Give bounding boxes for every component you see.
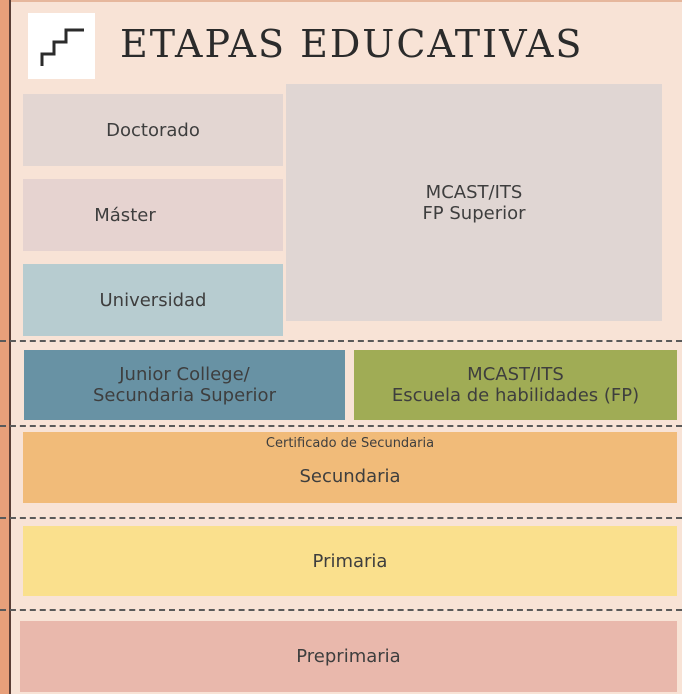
stage-primaria: Primaria xyxy=(23,526,677,596)
stage-mcast-habilidades-line2: Escuela de habilidades (FP) xyxy=(391,385,640,406)
stage-divider xyxy=(0,517,682,519)
stage-mcast-superior-line2: FP Superior xyxy=(422,202,526,224)
stage-primaria-label: Primaria xyxy=(312,550,388,572)
stage-master: Máster xyxy=(23,179,283,251)
stage-mcast-habilidades: MCAST/ITS Escuela de habilidades (FP) xyxy=(354,350,677,420)
stage-divider xyxy=(0,340,682,342)
stage-universidad-label: Universidad xyxy=(99,289,207,311)
stage-junior-college-line2: Secundaria Superior xyxy=(93,385,276,406)
left-rail xyxy=(0,0,9,694)
stage-universidad: Universidad xyxy=(23,264,283,336)
stage-doctorado: Doctorado xyxy=(23,94,283,166)
stage-doctorado-label: Doctorado xyxy=(106,119,200,141)
page-title: ETAPAS EDUCATIVAS xyxy=(120,22,584,66)
stage-mcast-superior-line1: MCAST/ITS xyxy=(425,181,523,203)
stage-preprimaria-label: Preprimaria xyxy=(296,646,401,667)
stairs-icon xyxy=(40,28,84,66)
stage-divider xyxy=(0,609,682,611)
top-border xyxy=(11,0,682,2)
stage-mcast-habilidades-line1: MCAST/ITS xyxy=(467,364,564,385)
stage-junior-college: Junior College/ Secundaria Superior xyxy=(24,350,345,420)
stage-secundaria: Certificado de Secundaria Secundaria xyxy=(23,432,677,503)
stage-preprimaria: Preprimaria xyxy=(20,621,677,692)
stage-secundaria-note: Certificado de Secundaria xyxy=(265,436,435,451)
left-border-line xyxy=(9,0,11,694)
stage-divider xyxy=(0,425,682,427)
stage-junior-college-line1: Junior College/ xyxy=(119,364,250,385)
stage-master-label: Máster xyxy=(94,204,156,226)
stage-mcast-superior: MCAST/ITS FP Superior xyxy=(286,84,662,321)
logo xyxy=(28,13,95,79)
stage-secundaria-label: Secundaria xyxy=(299,466,401,487)
